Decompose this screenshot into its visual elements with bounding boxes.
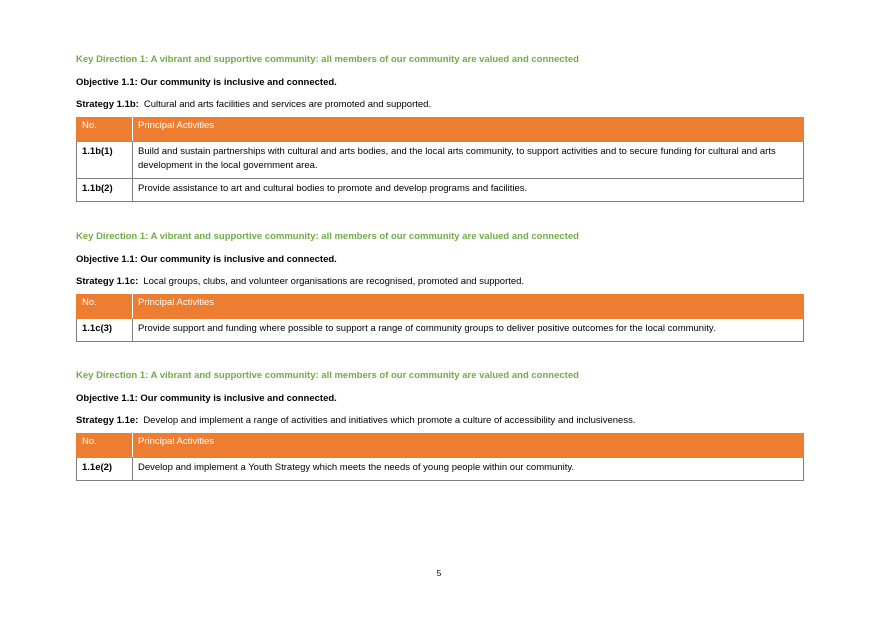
header-no: No. xyxy=(76,117,133,142)
header-no: No. xyxy=(76,433,133,458)
strategy-label: Strategy 1.1b: xyxy=(76,99,139,110)
table-row: 1.1c(3) Provide support and funding wher… xyxy=(76,318,804,342)
activity-text: Provide support and funding where possib… xyxy=(132,318,804,342)
activity-text: Provide assistance to art and cultural b… xyxy=(132,178,804,202)
strategy-line: Strategy 1.1b: Cultural and arts faciliti… xyxy=(76,98,804,112)
activity-code: 1.1e(2) xyxy=(76,457,133,481)
table-row: 1.1b(1) Build and sustain partnerships w… xyxy=(76,141,804,179)
header-principal-activities: Principal Activities xyxy=(132,294,804,319)
objective-heading: Objective 1.1: Our community is inclusiv… xyxy=(76,254,337,265)
activity-text: Build and sustain partnerships with cult… xyxy=(132,141,804,179)
objective-heading: Objective 1.1: Our community is inclusiv… xyxy=(76,393,337,404)
activities-table: No. Principal Activities 1.1e(2) Develop… xyxy=(76,433,804,481)
key-direction-heading: Key Direction 1: A vibrant and supportiv… xyxy=(76,370,579,381)
section-1: Key Direction 1: A vibrant and supportiv… xyxy=(76,53,804,202)
key-direction-heading: Key Direction 1: A vibrant and supportiv… xyxy=(76,54,579,65)
activity-code: 1.1b(2) xyxy=(76,178,133,202)
strategy-text: Cultural and arts facilities and service… xyxy=(143,99,432,110)
table-header-row: No. Principal Activities xyxy=(76,117,804,142)
activity-code: 1.1c(3) xyxy=(76,318,133,342)
strategy-label: Strategy 1.1e: xyxy=(76,415,139,426)
section-3: Key Direction 1: A vibrant and supportiv… xyxy=(76,369,804,481)
header-no: No. xyxy=(76,294,133,319)
key-direction-heading: Key Direction 1: A vibrant and supportiv… xyxy=(76,231,579,242)
activities-table: No. Principal Activities 1.1c(3) Provide… xyxy=(76,294,804,342)
activity-text: Develop and implement a Youth Strategy w… xyxy=(132,457,804,481)
strategy-line: Strategy 1.1e: Develop and implement a ra… xyxy=(76,414,804,428)
activity-code: 1.1b(1) xyxy=(76,141,133,179)
header-principal-activities: Principal Activities xyxy=(132,117,804,142)
table-row: 1.1e(2) Develop and implement a Youth St… xyxy=(76,457,804,481)
strategy-text: Develop and implement a range of activit… xyxy=(143,415,636,426)
strategy-label: Strategy 1.1c: xyxy=(76,276,139,287)
strategy-text: Local groups, clubs, and volunteer organ… xyxy=(143,276,525,287)
section-2: Key Direction 1: A vibrant and supportiv… xyxy=(76,230,804,342)
activities-table: No. Principal Activities 1.1b(1) Build a… xyxy=(76,117,804,202)
objective-heading: Objective 1.1: Our community is inclusiv… xyxy=(76,77,337,88)
table-row: 1.1b(2) Provide assistance to art and cu… xyxy=(76,178,804,202)
page-number: 5 xyxy=(436,568,442,578)
table-header-row: No. Principal Activities xyxy=(76,294,804,319)
table-header-row: No. Principal Activities xyxy=(76,433,804,458)
header-principal-activities: Principal Activities xyxy=(132,433,804,458)
strategy-line: Strategy 1.1c: Local groups, clubs, and v… xyxy=(76,275,804,289)
